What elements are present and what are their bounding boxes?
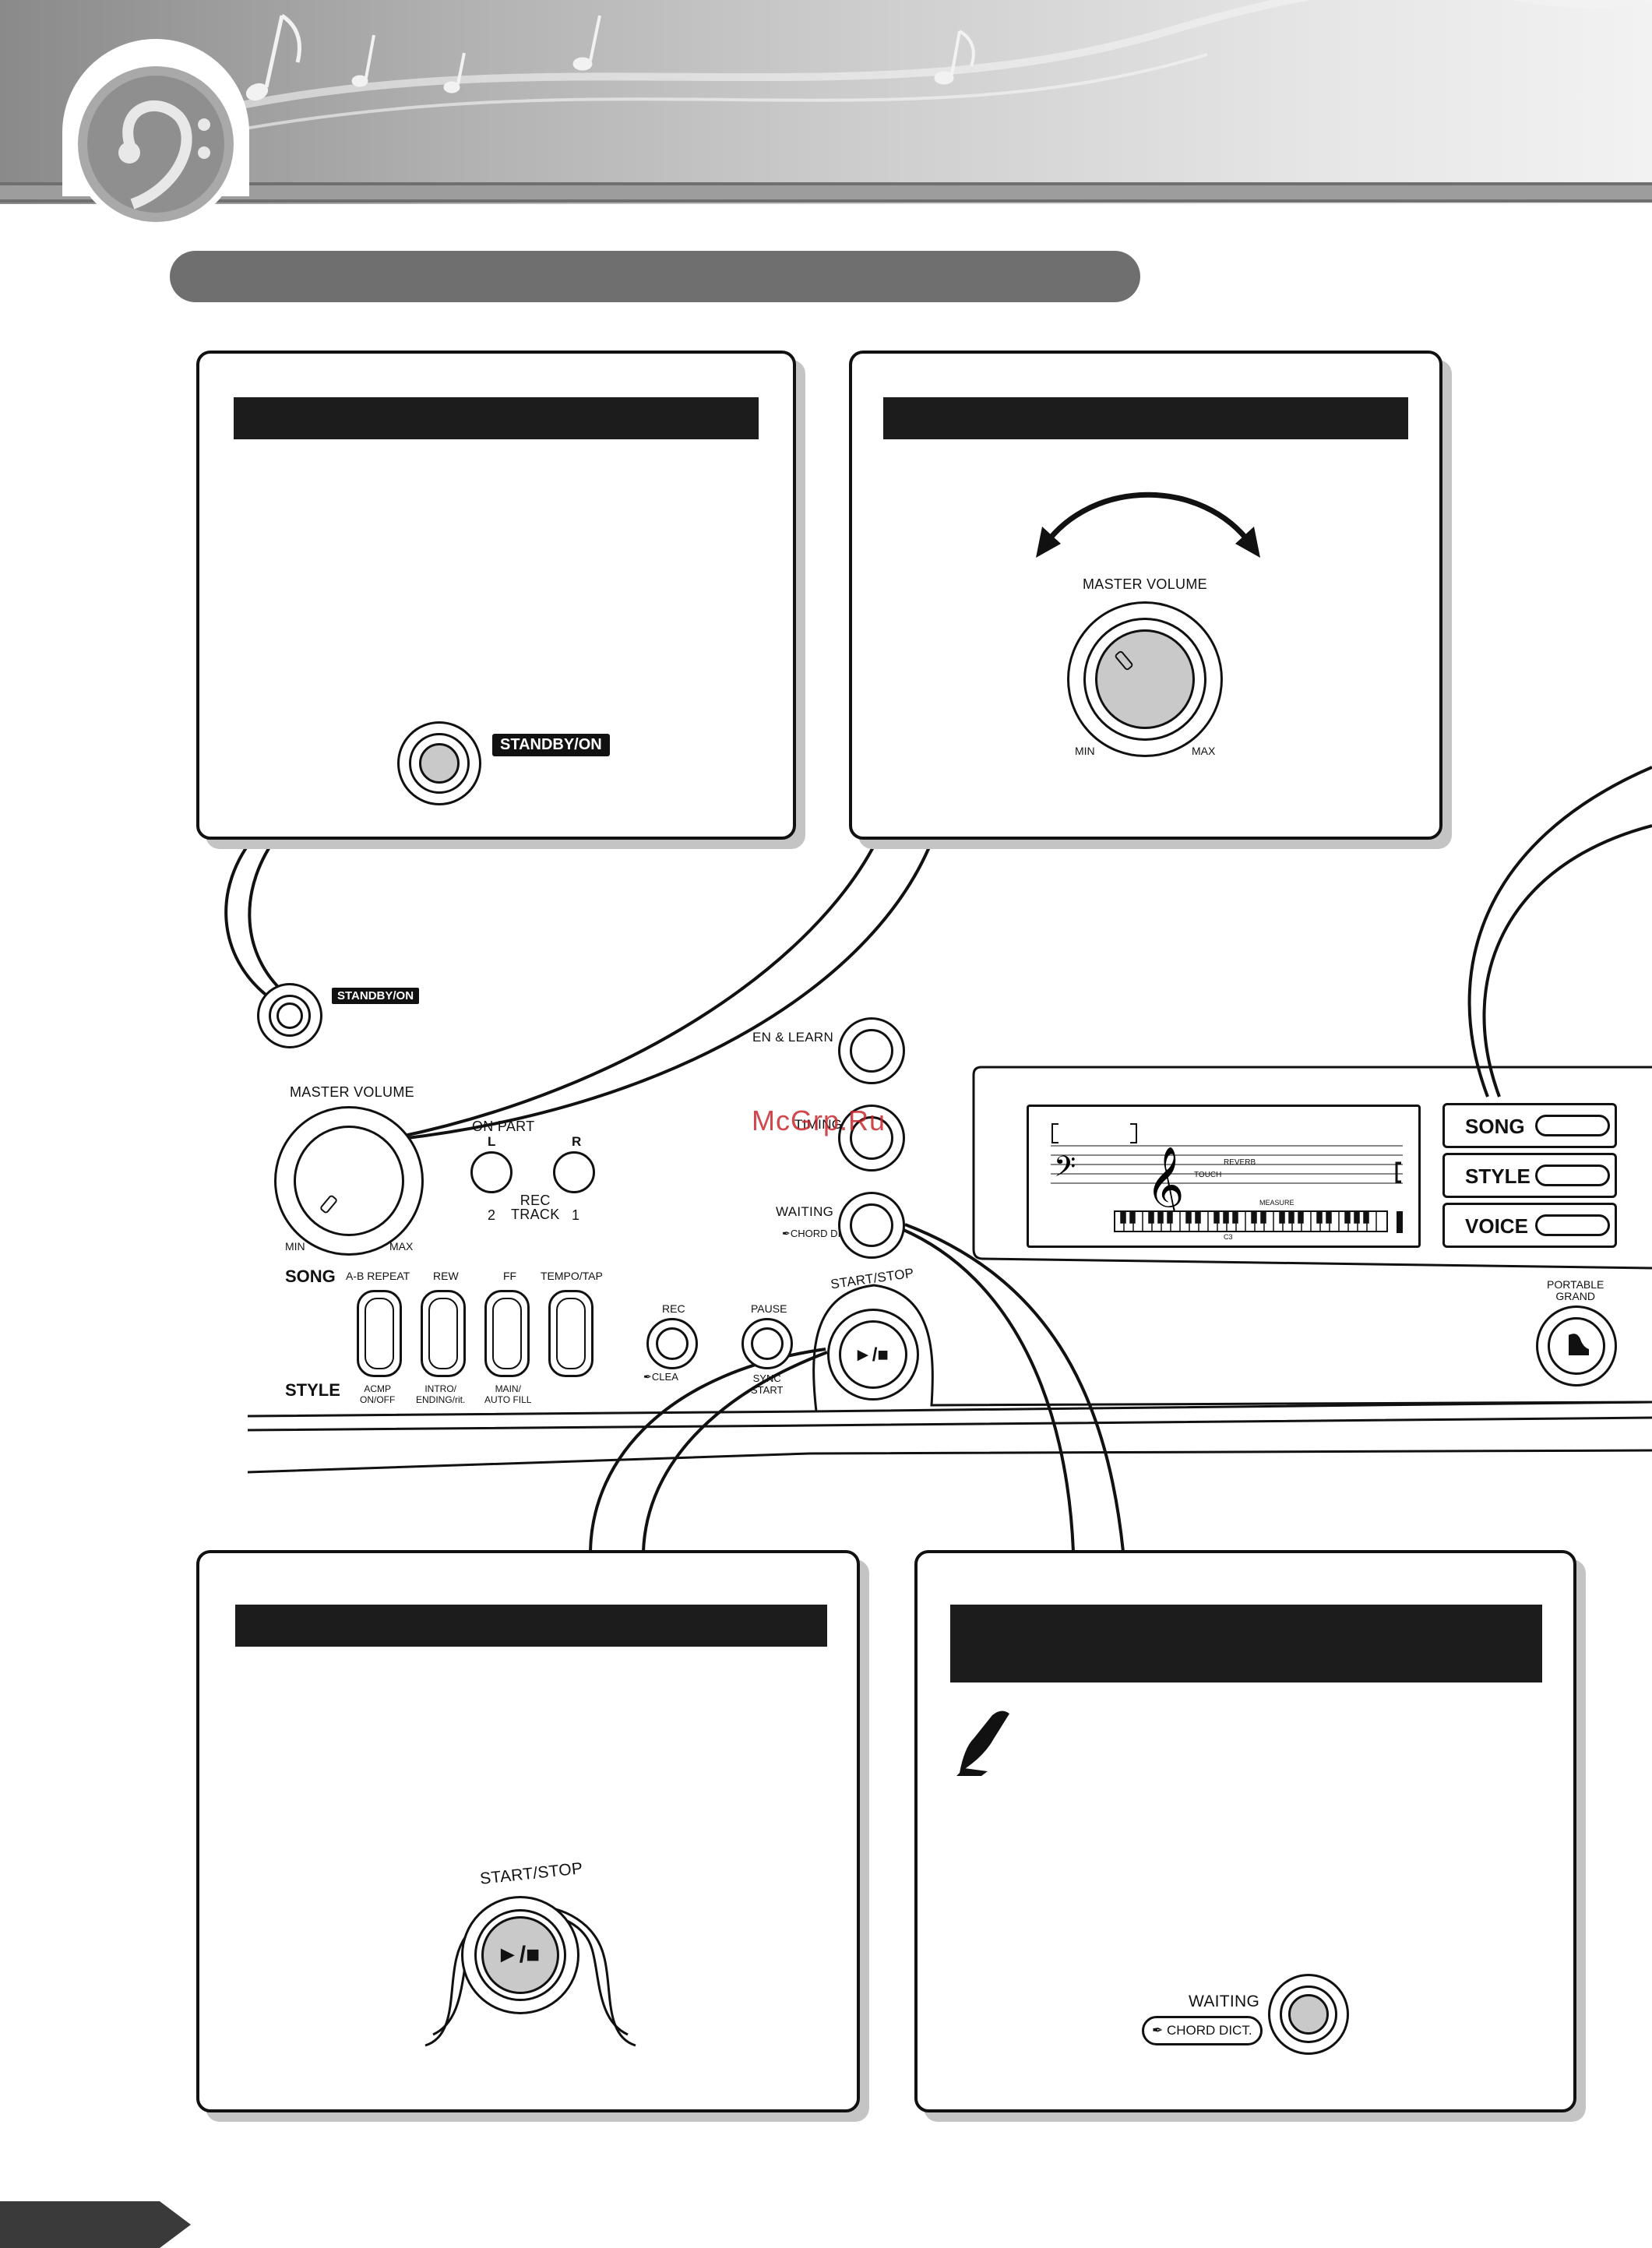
lesson-right-button[interactable] xyxy=(553,1151,595,1193)
mode-song-button[interactable]: SONG xyxy=(1442,1103,1617,1148)
ff-button[interactable] xyxy=(484,1290,530,1377)
panel-max-label: MAX xyxy=(389,1240,414,1253)
waiting-panel-heading-bar xyxy=(950,1605,1542,1682)
master-volume-knob[interactable] xyxy=(1067,601,1223,757)
volume-panel: MASTER VOLUME MIN MAX xyxy=(849,351,1442,840)
music-note-icon xyxy=(245,13,975,101)
bass-clef-icon: 𝄢 xyxy=(1054,1150,1076,1190)
bass-clef-logo-icon xyxy=(62,39,249,228)
watermark: McGrp.Ru xyxy=(752,1105,886,1136)
start-stop-button[interactable]: ►/■ xyxy=(827,1309,919,1401)
header-decoration xyxy=(62,0,1652,228)
page-number-tab xyxy=(0,2201,191,2248)
intro-ending-label: INTRO/ ENDING/rit. xyxy=(416,1383,466,1405)
standby-panel: STANDBY/ON xyxy=(196,351,796,840)
waiting-panel: WAITING ✒ CHORD DICT. xyxy=(914,1550,1576,2112)
portable-grand-button[interactable] xyxy=(1536,1305,1617,1387)
sync-start-label: SYNC START xyxy=(751,1372,784,1396)
start-stop-panel: START/STOP ►/■ xyxy=(196,1550,860,2112)
play-stop-icon: ►/■ xyxy=(854,1344,889,1365)
lcd-staff: 𝄢 𝄞 xyxy=(1051,1123,1403,1233)
song-row-label: SONG xyxy=(285,1267,336,1286)
mode-voice-button[interactable]: VOICE xyxy=(1442,1203,1617,1248)
rew-label: REW xyxy=(433,1270,459,1282)
panel-standby-button[interactable] xyxy=(257,983,322,1048)
start-stop-panel-heading-bar xyxy=(235,1605,827,1647)
play-stop-large-icon: ►/■ xyxy=(496,1942,541,1968)
standby-panel-heading-bar xyxy=(234,397,759,439)
waiting-button[interactable] xyxy=(838,1192,905,1259)
section-title-pill xyxy=(170,251,1140,302)
tempo-tap-label: TEMPO/TAP xyxy=(541,1270,603,1282)
timing-button[interactable] xyxy=(838,1105,905,1172)
lesson-right-label: R xyxy=(572,1134,582,1149)
listen-learn-label: EN & LEARN xyxy=(752,1030,834,1045)
listen-learn-button[interactable] xyxy=(838,1017,905,1084)
pause-button[interactable] xyxy=(741,1318,793,1369)
standby-button[interactable] xyxy=(397,721,481,805)
timing-label: TIMING xyxy=(794,1117,843,1132)
ab-repeat-label: A-B REPEAT xyxy=(346,1270,410,1282)
mode-style-button[interactable]: STYLE xyxy=(1442,1153,1617,1198)
waiting-label: WAITING xyxy=(776,1204,834,1219)
panel-master-volume-knob[interactable] xyxy=(274,1106,424,1256)
ab-repeat-button[interactable] xyxy=(357,1290,402,1377)
clear-label: ✒CLEA xyxy=(643,1371,678,1383)
rec-label: REC xyxy=(662,1302,685,1315)
rec-track-label: REC TRACK xyxy=(511,1193,560,1222)
track1-label: 1 xyxy=(572,1207,580,1223)
rec-button[interactable] xyxy=(646,1318,698,1369)
waiting-panel-button[interactable] xyxy=(1268,1974,1349,2055)
chord-dict-pill: ✒ CHORD DICT. xyxy=(1142,2016,1263,2045)
lcd-measure-label: MEASURE xyxy=(1259,1199,1294,1207)
lcd-reverb-label: REVERB xyxy=(1224,1158,1256,1167)
tempo-tap-button[interactable] xyxy=(548,1290,594,1377)
style-row-label: STYLE xyxy=(285,1380,340,1400)
panel-master-volume-label: MASTER VOLUME xyxy=(290,1084,414,1100)
quill-note-icon xyxy=(956,1711,1009,1776)
volume-min-label: MIN xyxy=(1075,745,1095,757)
rotate-arrow-icon xyxy=(1036,492,1260,558)
lesson-left-button[interactable] xyxy=(470,1151,513,1193)
pause-label: PAUSE xyxy=(751,1302,787,1315)
lcd-display: 𝄢 𝄞 REVERB xyxy=(1027,1105,1421,1248)
lcd-keyboard-icon xyxy=(1120,1210,1377,1231)
lesson-part-label: ON PART xyxy=(472,1119,535,1134)
quill-icon: ✒ xyxy=(1152,2023,1164,2038)
panel-min-label: MIN xyxy=(285,1240,305,1253)
main-autofill-label: MAIN/ AUTO FILL xyxy=(484,1383,532,1405)
portable-grand-label: PORTABLE GRAND xyxy=(1547,1278,1604,1302)
volume-panel-heading-bar xyxy=(883,397,1408,439)
panel-standby-label: STANDBY/ON xyxy=(332,988,420,1004)
quill-icon: ✒ xyxy=(782,1228,791,1239)
lesson-left-label: L xyxy=(488,1134,496,1149)
volume-max-label: MAX xyxy=(1192,745,1216,757)
standby-label: STANDBY/ON xyxy=(492,734,610,756)
lcd-c3-label: C3 xyxy=(1224,1233,1233,1241)
waiting-panel-label: WAITING xyxy=(1189,1993,1260,2010)
rew-button[interactable] xyxy=(421,1290,466,1377)
start-stop-panel-button[interactable]: ►/■ xyxy=(461,1896,579,2014)
quill-icon: ✒ xyxy=(643,1371,652,1383)
header-rule xyxy=(0,182,1652,203)
lcd-touch-label: TOUCH xyxy=(1194,1171,1222,1179)
master-volume-label: MASTER VOLUME xyxy=(1083,576,1207,592)
ff-label: FF xyxy=(503,1270,517,1282)
grand-piano-icon xyxy=(1569,1334,1589,1355)
track2-label: 2 xyxy=(488,1207,496,1223)
acmp-label: ACMP ON/OFF xyxy=(360,1383,396,1405)
